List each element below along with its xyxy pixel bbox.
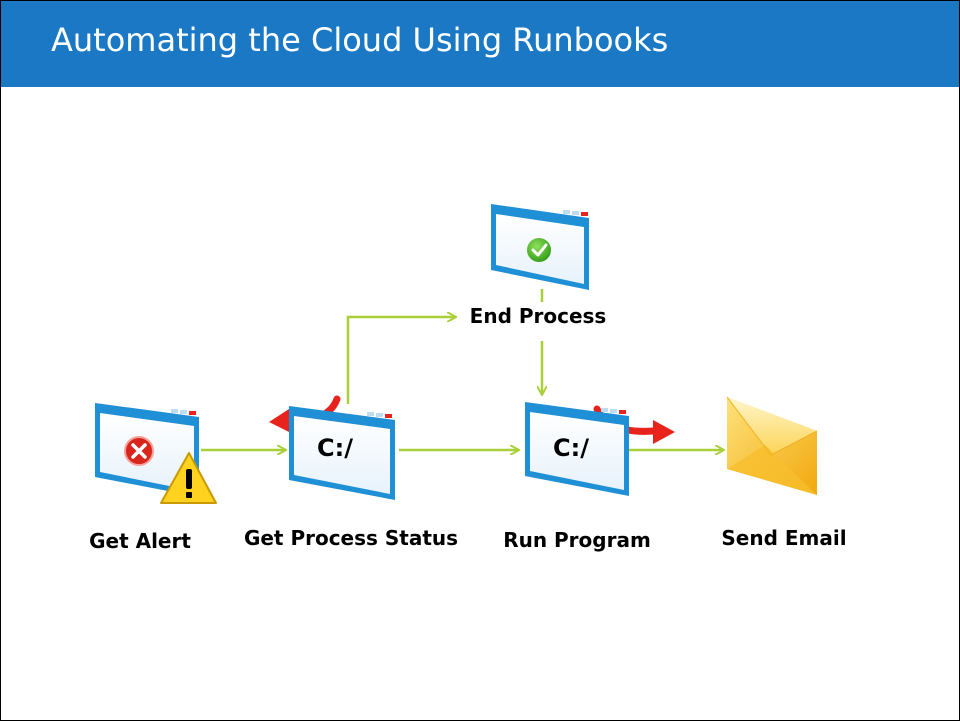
- node-label-run-program: Run Program: [503, 528, 651, 552]
- node-label-send-email: Send Email: [721, 526, 847, 550]
- envelope-icon: [725, 395, 823, 501]
- window-command-icon: C:/: [287, 402, 401, 506]
- node-label-get-process-status: Get Process Status: [243, 526, 459, 550]
- node-label-get-alert: Get Alert: [89, 529, 191, 553]
- node-label-end-process: End Process: [469, 304, 607, 328]
- slide-title: Automating the Cloud Using Runbooks: [51, 21, 669, 59]
- window-check-icon: [489, 202, 593, 298]
- title-bar: Automating the Cloud Using Runbooks: [1, 1, 959, 87]
- window-command-text: C:/: [317, 434, 353, 462]
- window-error-warning-icon: [91, 397, 223, 513]
- connector-status-to-end: [346, 317, 455, 404]
- window-command-text: C:/: [553, 434, 589, 462]
- window-command-icon: C:/: [523, 398, 633, 502]
